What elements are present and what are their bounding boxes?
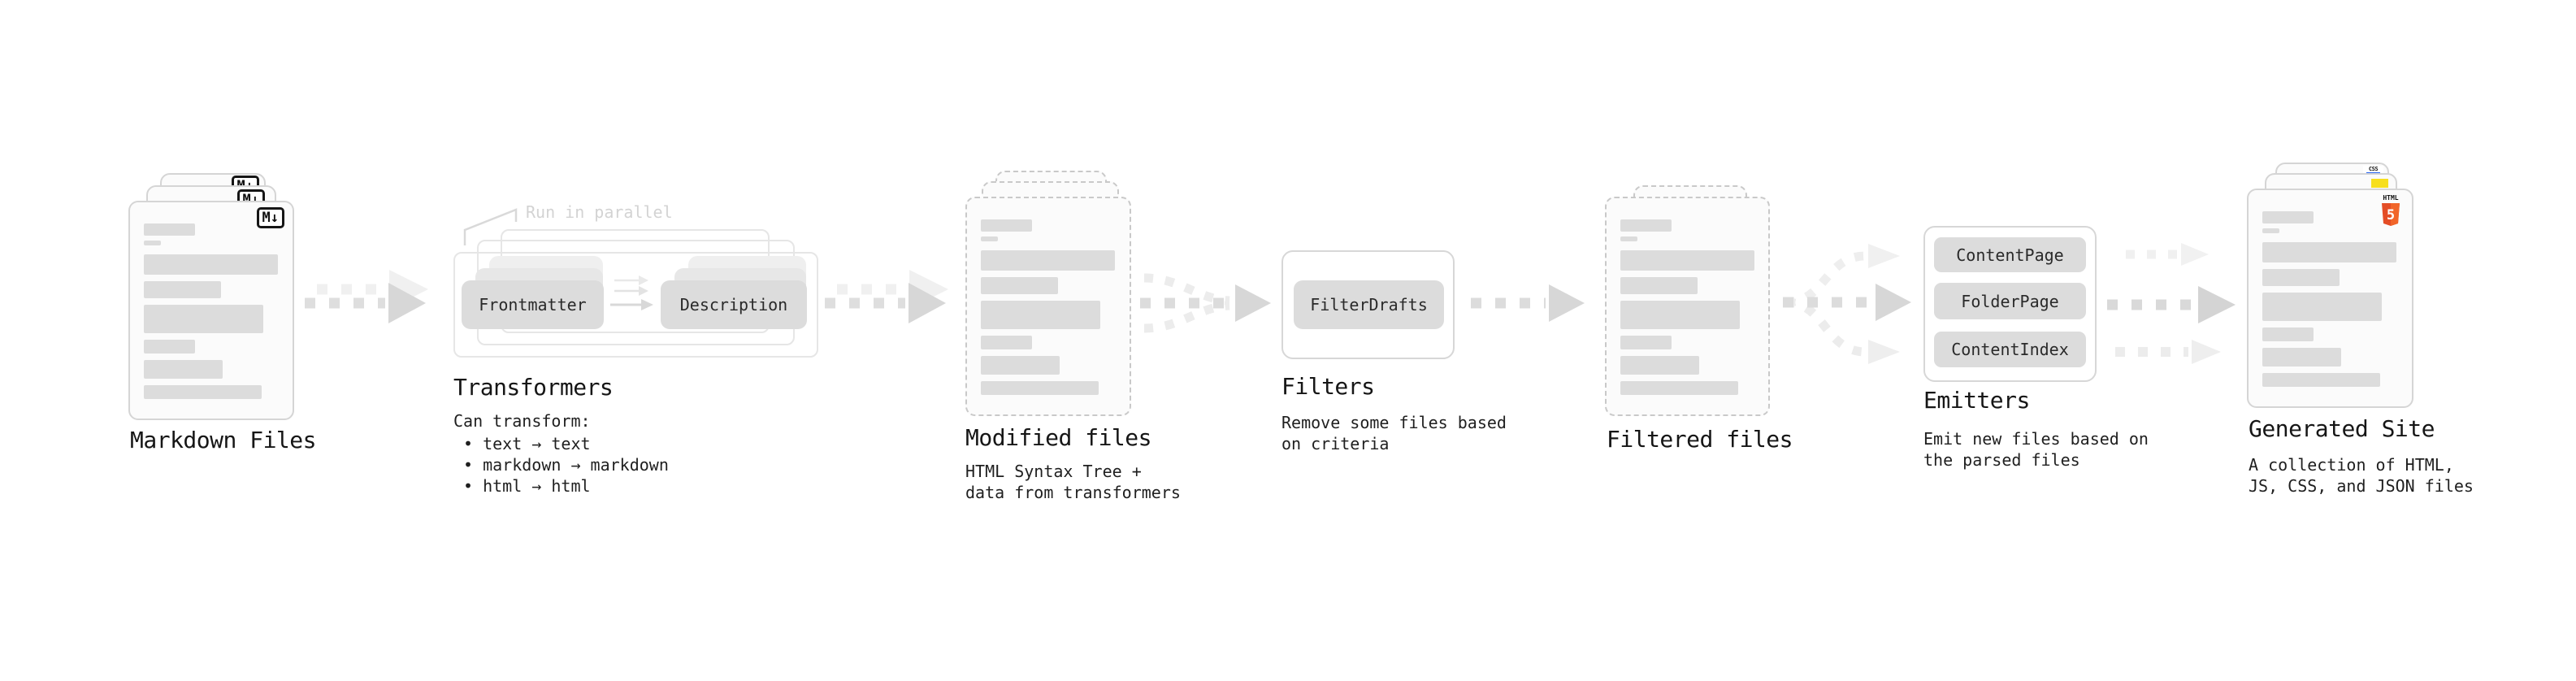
placeholder-line bbox=[1620, 236, 1637, 241]
modified-files-title: Modified files bbox=[965, 424, 1152, 451]
markdown-file-card-front: M↓ bbox=[128, 201, 294, 420]
filters-group-box bbox=[1281, 250, 1455, 359]
filterdrafts-box: FilterDrafts bbox=[1294, 280, 1444, 329]
placeholder-line bbox=[1620, 219, 1672, 232]
folderpage-box: FolderPage bbox=[1934, 283, 2086, 319]
placeholder-line bbox=[144, 360, 223, 379]
arrow-emitters-to-generated bbox=[2107, 243, 2236, 364]
placeholder-line bbox=[981, 301, 1100, 329]
contentpage-label: ContentPage bbox=[1956, 245, 2064, 265]
modified-file-card-front bbox=[965, 197, 1131, 416]
transformers-bullet: • html → html bbox=[463, 476, 591, 496]
placeholder-line bbox=[144, 385, 262, 399]
emitters-desc: the parsed files bbox=[1923, 450, 2080, 470]
svg-text:5: 5 bbox=[2387, 207, 2395, 223]
placeholder-line bbox=[144, 305, 263, 333]
html5-icon: HTML 5 bbox=[2382, 194, 2400, 226]
contentindex-label: ContentIndex bbox=[1951, 340, 2069, 359]
generated-site-desc: A collection of HTML, bbox=[2249, 455, 2454, 475]
placeholder-line bbox=[144, 241, 161, 245]
placeholder-line bbox=[2262, 228, 2279, 233]
arrow-filters-to-filtered bbox=[1471, 284, 1585, 322]
filters-title: Filters bbox=[1281, 373, 1375, 400]
generated-site-title: Generated Site bbox=[2249, 415, 2435, 442]
filters-desc: on criteria bbox=[1281, 434, 1390, 453]
placeholder-line bbox=[1620, 356, 1699, 375]
arrow-filtered-to-emitters bbox=[1783, 244, 1911, 364]
placeholder-line bbox=[981, 277, 1058, 294]
transformers-desc: Can transform: bbox=[453, 411, 591, 431]
placeholder-line bbox=[144, 340, 195, 354]
javascript-icon bbox=[2371, 179, 2388, 188]
filtered-files-title: Filtered files bbox=[1607, 426, 1793, 453]
emitters-title: Emitters bbox=[1923, 387, 2030, 414]
placeholder-line bbox=[981, 356, 1060, 375]
placeholder-line bbox=[1620, 250, 1754, 271]
filtered-file-card-front bbox=[1605, 197, 1770, 416]
placeholder-line bbox=[2262, 242, 2396, 262]
placeholder-line bbox=[144, 223, 195, 236]
placeholder-line bbox=[2262, 348, 2341, 367]
placeholder-line bbox=[2262, 373, 2380, 387]
css-icon-label: CSS bbox=[2368, 166, 2379, 172]
arrow-frontmatter-to-description bbox=[610, 275, 653, 310]
placeholder-line bbox=[2262, 327, 2314, 341]
markdown-icon: M↓ bbox=[256, 207, 284, 228]
placeholder-line bbox=[1620, 381, 1738, 395]
arrow-modified-to-filters bbox=[1140, 273, 1271, 333]
placeholder-line bbox=[144, 281, 221, 298]
description-box: Description bbox=[661, 280, 807, 329]
arrow-transformers-to-modified bbox=[825, 270, 948, 323]
modified-files-desc: data from transformers bbox=[965, 483, 1181, 502]
emitters-group-box bbox=[1923, 226, 2097, 382]
markdown-files-title: Markdown Files bbox=[130, 427, 317, 453]
transformers-title: Transformers bbox=[453, 374, 614, 401]
svg-text:HTML: HTML bbox=[2383, 194, 2398, 202]
contentindex-box: ContentIndex bbox=[1934, 332, 2086, 367]
frontmatter-box: Frontmatter bbox=[462, 280, 604, 329]
modified-files-desc: HTML Syntax Tree + bbox=[965, 462, 1142, 481]
filterdrafts-label: FilterDrafts bbox=[1310, 295, 1428, 314]
contentpage-box: ContentPage bbox=[1934, 237, 2086, 272]
placeholder-line bbox=[144, 254, 278, 275]
folderpage-label: FolderPage bbox=[1961, 291, 2059, 311]
placeholder-line bbox=[1620, 336, 1672, 349]
placeholder-line bbox=[2262, 269, 2340, 286]
placeholder-line bbox=[981, 250, 1115, 271]
generated-site-card-front: HTML 5 bbox=[2247, 189, 2413, 408]
filters-desc: Remove some files based bbox=[1281, 413, 1507, 432]
transformer-group-front bbox=[453, 252, 818, 358]
placeholder-line bbox=[981, 236, 998, 241]
placeholder-line bbox=[1620, 277, 1698, 294]
emitters-desc: Emit new files based on bbox=[1923, 429, 2149, 449]
description-label: Description bbox=[679, 295, 788, 314]
placeholder-line bbox=[2262, 211, 2314, 223]
transformers-bullet: • text → text bbox=[463, 434, 591, 453]
placeholder-line bbox=[981, 381, 1099, 395]
generated-site-desc: JS, CSS, and JSON files bbox=[2249, 476, 2474, 496]
run-in-parallel-callout bbox=[463, 208, 518, 245]
placeholder-line bbox=[981, 336, 1032, 349]
placeholder-line bbox=[2262, 293, 2382, 321]
transformers-bullet: • markdown → markdown bbox=[463, 455, 669, 475]
placeholder-line bbox=[1620, 301, 1740, 329]
arrow-markdown-to-transformers bbox=[305, 270, 428, 323]
placeholder-line bbox=[981, 219, 1032, 232]
frontmatter-label: Frontmatter bbox=[479, 295, 587, 314]
run-in-parallel-label: Run in parallel bbox=[526, 202, 673, 222]
